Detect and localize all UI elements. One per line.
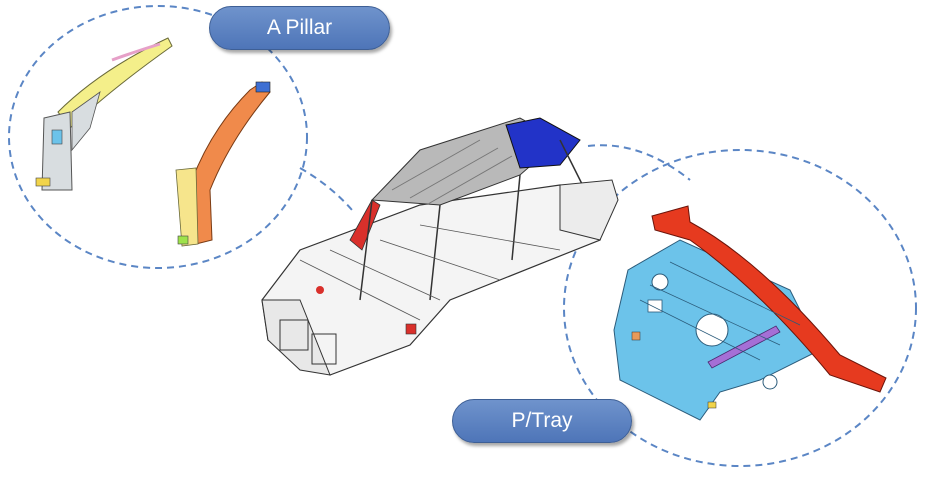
a-pillar-connector bbox=[299, 167, 353, 211]
rear-shelf bbox=[505, 117, 581, 169]
a-pillar-outer-part bbox=[175, 81, 271, 247]
p-tray-part bbox=[613, 205, 887, 421]
p-tray-connector bbox=[587, 144, 691, 181]
car-body-in-white bbox=[261, 117, 619, 376]
a-pillar-inner-part bbox=[35, 37, 173, 191]
a-pillar-label: A Pillar bbox=[209, 6, 390, 50]
p-tray-label: P/Tray bbox=[452, 399, 632, 443]
a-pillar-callout-circle bbox=[8, 5, 308, 269]
p-tray-callout-circle bbox=[563, 149, 917, 467]
